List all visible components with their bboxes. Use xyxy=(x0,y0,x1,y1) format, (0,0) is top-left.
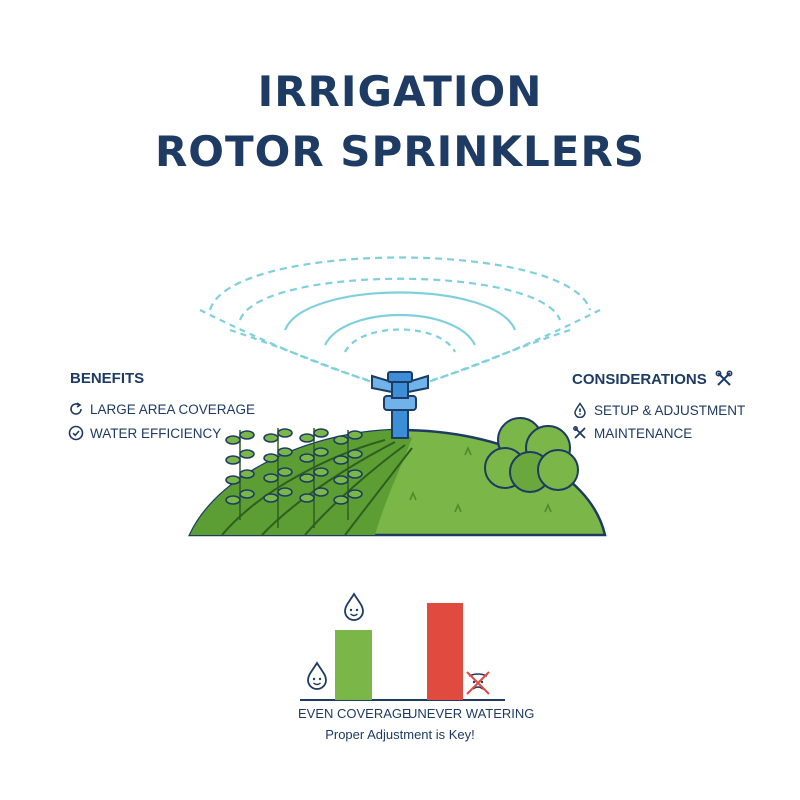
even-coverage-label: EVEN COVERAGE xyxy=(298,706,411,721)
water-spray-arcs xyxy=(199,256,601,386)
considerations-heading-text: CONSIDERATIONS xyxy=(572,370,707,388)
tools-icon xyxy=(715,370,733,386)
even-coverage-bar xyxy=(335,630,372,700)
consideration-label: SETUP & ADJUSTMENT xyxy=(594,402,746,418)
benefit-label: LARGE AREA COVERAGE xyxy=(90,401,256,417)
rotor-sprinkler-icon xyxy=(371,371,429,439)
check-circle-icon xyxy=(68,425,84,441)
benefit-label: WATER EFFICIENCY xyxy=(90,425,222,441)
considerations-heading: CONSIDERATIONS xyxy=(572,370,733,388)
refresh-cycle-icon xyxy=(70,402,82,415)
happy-drop-icon xyxy=(344,592,364,621)
crop-rows xyxy=(221,439,413,536)
sad-drop-crossed-icon xyxy=(466,671,490,695)
title-line-1: IRRIGATION xyxy=(257,67,543,116)
warning-drop-icon xyxy=(574,402,586,418)
bush-illustration xyxy=(484,417,579,493)
consideration-item-maintenance: MAINTENANCE xyxy=(572,425,692,441)
happy-drop-icon xyxy=(307,661,327,690)
title-line-2: ROTOR SPRINKLERS xyxy=(154,127,646,176)
uneven-watering-bar xyxy=(427,603,463,700)
consideration-item-setup: SETUP & ADJUSTMENT xyxy=(572,402,745,418)
footer-caption: Proper Adjustment is Key! xyxy=(325,727,475,742)
crop-plants xyxy=(225,428,363,528)
page-title: IRRIGATION ROTOR SPRINKLERS xyxy=(0,62,800,182)
benefit-item-efficiency: WATER EFFICIENCY xyxy=(68,425,221,441)
tools-icon xyxy=(573,426,586,439)
consideration-label: MAINTENANCE xyxy=(594,425,693,441)
benefits-heading: BENEFITS xyxy=(70,370,145,387)
benefit-item-coverage: LARGE AREA COVERAGE xyxy=(68,401,255,417)
uneven-watering-label: UNEVER WATERING xyxy=(408,706,535,721)
